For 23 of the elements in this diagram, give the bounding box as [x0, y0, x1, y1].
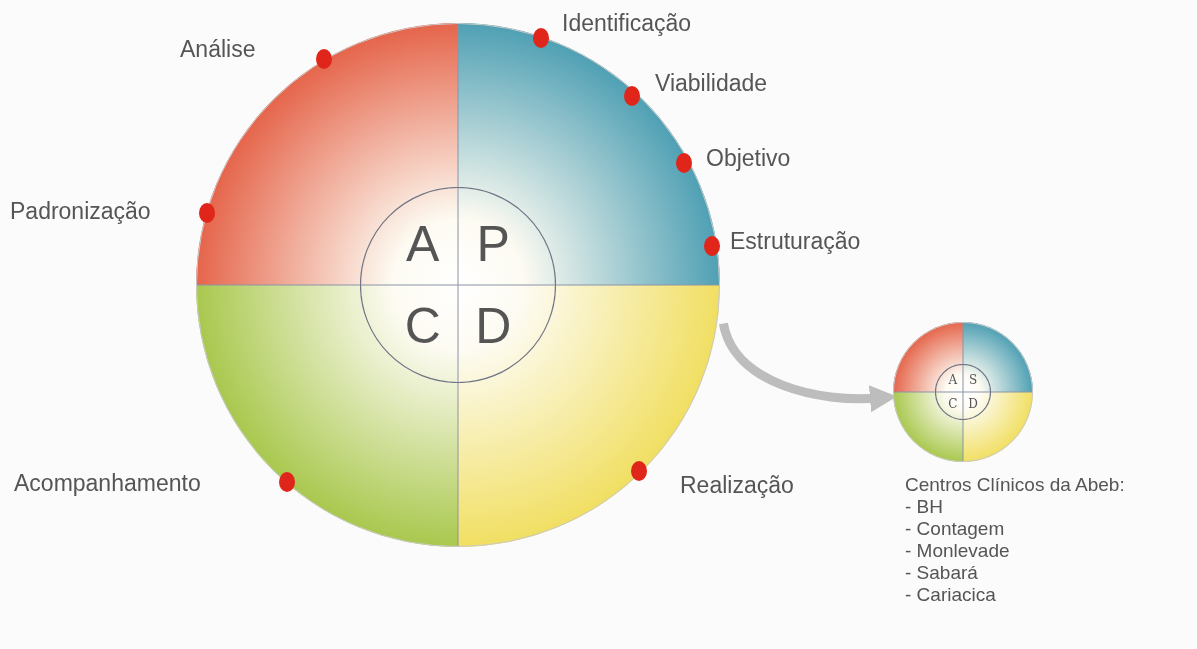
stage-label: Acompanhamento: [14, 470, 201, 497]
list-item: - Cariacica: [905, 584, 996, 606]
stage-label: Identificação: [562, 10, 692, 37]
quadrant-letter: C: [404, 301, 441, 352]
quadrant-letter: D: [968, 397, 978, 410]
list-item: - Contagem: [905, 518, 1005, 540]
stage-label: Objetivo: [706, 145, 791, 172]
quadrant-letter: A: [948, 374, 958, 387]
quadrant-letter: P: [476, 218, 510, 269]
stage-label: Realização: [680, 472, 794, 499]
small-cycle-circle: [893, 322, 1033, 462]
list-item: - Sabará: [905, 562, 978, 584]
caption-text: Centros Clínicos da Abeb:: [905, 474, 1125, 496]
quadrant-letter: A: [406, 218, 440, 269]
stage-label: Estruturação: [730, 228, 861, 255]
quadrant-letter: S: [968, 374, 978, 387]
stage-label: Análise: [180, 36, 256, 63]
list-item: - BH: [905, 496, 943, 518]
stage-label: Viabilidade: [655, 70, 768, 97]
list-item: - Monlevade: [905, 540, 1010, 562]
quadrant-letter: D: [475, 301, 512, 352]
quadrant-letter: C: [948, 397, 958, 410]
stage-label: Padronização: [10, 198, 151, 225]
